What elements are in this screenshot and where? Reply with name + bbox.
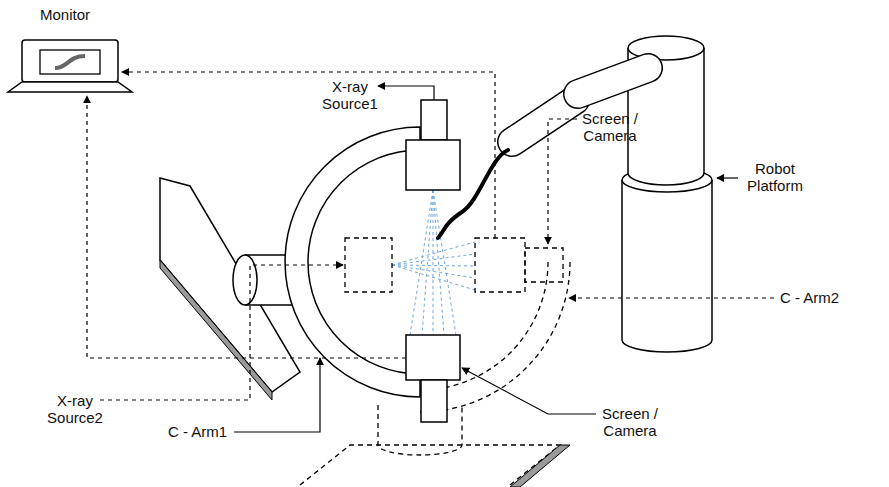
pillar-outline [378,405,462,455]
part-label: Robot Platform [742,160,808,194]
leader-line [569,297,774,298]
floor-edge [510,445,570,487]
monitor [8,40,132,92]
source1-housing [421,100,447,140]
floor-plate [300,445,570,487]
arm-link-2 [512,100,575,142]
cylinder-end [233,255,257,305]
part-label: Screen / Camera [598,405,662,439]
source2-head [345,238,392,292]
signal-lines [87,72,495,358]
beam [392,265,475,290]
monitor-screen [22,40,118,82]
wall-panel [160,178,300,400]
part-label: C - Arm1 [168,423,227,440]
source1-head [406,140,460,190]
monitor-base [8,82,132,92]
part-label: Screen / Camera [578,110,642,144]
part-label: Monitor [40,6,90,23]
screen2-head [475,238,525,292]
leader-line [100,265,343,400]
part-label: C - Arm2 [780,289,839,306]
beam [433,190,434,335]
leader-line [378,86,434,100]
leader-lines [100,86,774,432]
monitor-display [40,50,100,74]
leader-line [462,368,596,414]
monitor-curve [55,56,85,68]
signal-line [122,72,495,238]
part-label: X-ray Source1 [318,78,382,112]
arm1-devices [406,100,460,422]
beam [392,254,475,265]
beam [433,190,456,335]
leader-line [234,358,320,432]
arm-link-1-fill [578,68,648,94]
part-label: X-ray Source2 [42,392,108,426]
catheter [438,150,508,238]
arm-link-1 [578,68,648,94]
screen1-head [406,335,460,380]
beam [392,242,475,265]
base-pillar [378,405,462,455]
arm-link-2-fill [512,100,575,142]
beam [392,265,475,278]
leader-line [717,177,738,178]
screen1-housing [421,380,447,422]
screen2-housing [525,248,563,282]
signal-line [87,96,406,358]
robot-base [622,180,712,352]
c-arm-1 [285,127,420,397]
leader-line [548,119,577,244]
beam [392,265,475,266]
arm2-devices [345,238,563,292]
beam [433,190,444,335]
beam [422,190,433,335]
beam [410,190,433,335]
